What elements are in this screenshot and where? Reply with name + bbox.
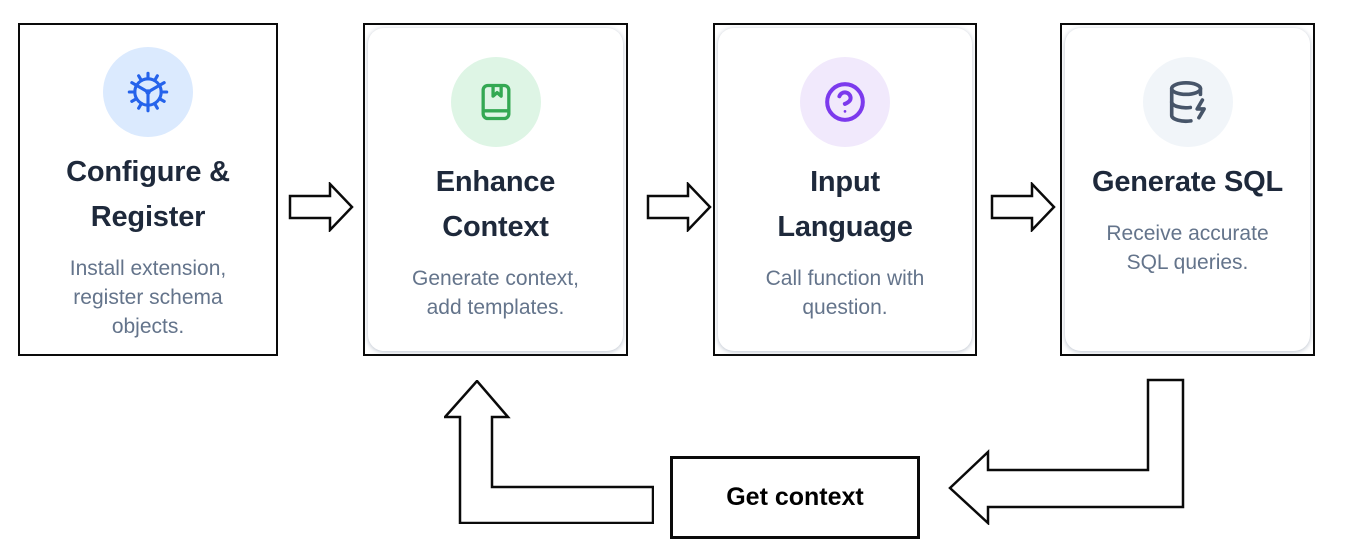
- right-arrow-icon: [990, 182, 1056, 232]
- step-title-line: Context: [442, 211, 549, 243]
- step-description-line: register schema: [73, 286, 223, 309]
- step-card-generate-sql: Generate SQL Receive accurate SQL querie…: [1060, 23, 1315, 356]
- step-description: Install extension, register schema objec…: [70, 254, 226, 341]
- step-title-line: Register: [90, 201, 206, 233]
- step-description-line: question.: [802, 296, 888, 319]
- step-title: Generate SQL: [1092, 160, 1283, 205]
- step-title-line: Language: [777, 211, 913, 243]
- help-circle-icon: [800, 57, 890, 147]
- step-card-configure-register: Configure & Register Install extension, …: [18, 23, 278, 356]
- step-description-line: SQL queries.: [1126, 251, 1249, 274]
- step-title: Enhance Context: [435, 160, 556, 250]
- book-marked-icon: [450, 57, 541, 147]
- loop-label-box: Get context: [670, 456, 920, 539]
- database-zap-icon: [1142, 57, 1233, 147]
- step-description-line: Install extension,: [69, 257, 227, 280]
- step-description-line: objects.: [111, 315, 185, 338]
- step-title-line: Enhance: [435, 166, 556, 198]
- step-title: Input Language: [777, 160, 913, 250]
- step-description: Generate context, add templates.: [412, 264, 579, 322]
- step-description: Call function with question.: [766, 264, 925, 322]
- step-title-line: Generate SQL: [1092, 166, 1283, 198]
- step-card-enhance-context: Enhance Context Generate context, add te…: [363, 23, 628, 356]
- step-description-line: Generate context,: [412, 267, 579, 290]
- loop-left-arrow-icon: [948, 378, 1185, 525]
- step-description: Receive accurate SQL queries.: [1106, 219, 1268, 277]
- gear-icon: [103, 47, 193, 137]
- step-description-line: Receive accurate: [1106, 222, 1269, 245]
- loop-up-arrow-icon: [444, 380, 654, 524]
- right-arrow-icon: [646, 182, 712, 232]
- step-card-input-language: Input Language Call function with questi…: [713, 23, 977, 356]
- step-description-line: add templates.: [426, 296, 565, 319]
- step-title-line: Configure &: [66, 156, 230, 188]
- step-title-line: Input: [810, 166, 880, 198]
- loop-label: Get context: [726, 483, 864, 511]
- step-title: Configure & Register: [66, 150, 230, 240]
- right-arrow-icon: [288, 182, 354, 232]
- step-description-line: Call function with: [765, 267, 925, 290]
